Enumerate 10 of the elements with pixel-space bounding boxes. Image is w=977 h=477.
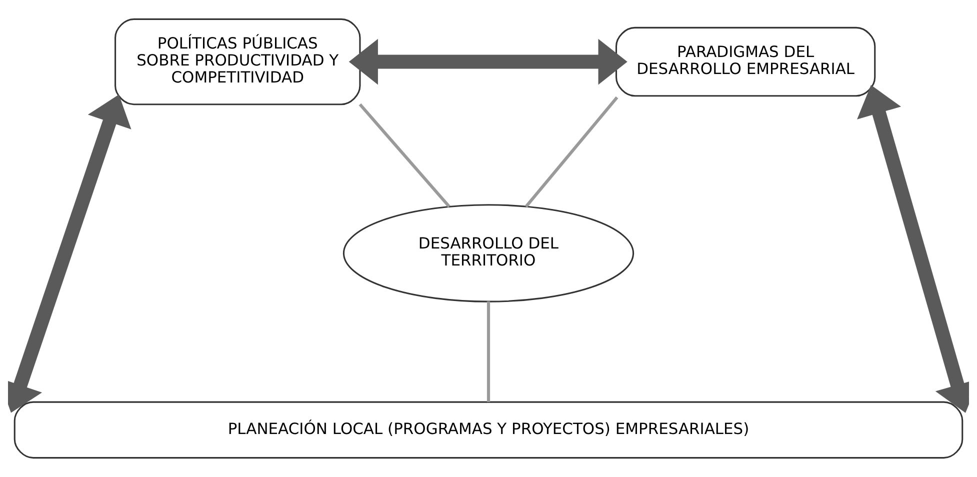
connector	[524, 96, 618, 208]
connector	[486, 301, 490, 402]
node-box: POLÍTICAS PÚBLICAS SOBRE PRODUCTIVIDAD Y COMPETITIVIDAD	[114, 18, 361, 106]
node-box: PARADIGMAS DEL DESARROLLO EMPRESARIAL	[615, 26, 876, 97]
arrow	[857, 85, 969, 413]
arrow	[8, 94, 132, 413]
node-box: PLANEACIÓN LOCAL (PROGRAMAS Y PROYECTOS) EMPRESARIALES)	[14, 401, 964, 459]
connector	[358, 103, 450, 208]
node-ellipse: DESARROLLO DEL TERRITORIO	[342, 204, 634, 302]
arrow	[348, 38, 628, 85]
